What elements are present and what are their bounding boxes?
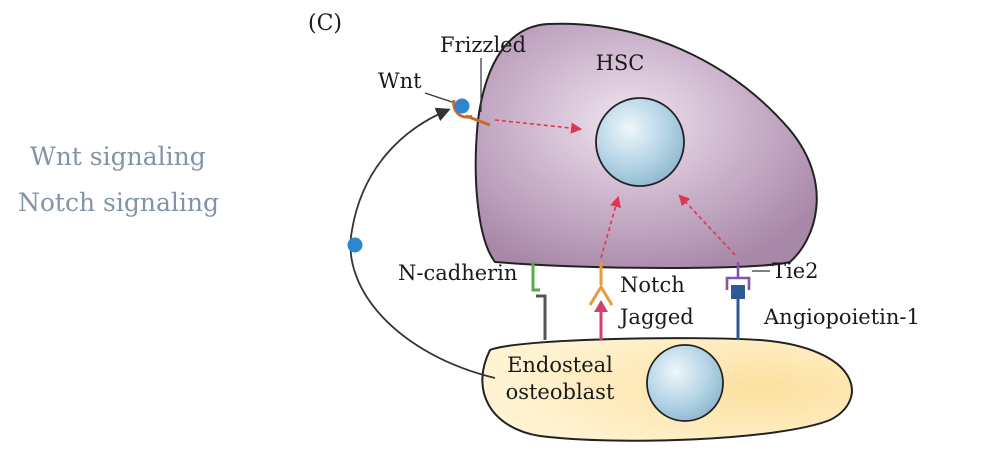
angiopoietin-label: Angiopoietin-1 [763,305,920,329]
tie2-receptor [725,262,751,290]
osteoblast-nucleus [646,344,724,422]
n-cadherin-label: N-cadherin [398,261,517,285]
osteoblast-label-line2: osteoblast [506,380,615,404]
notch-label: Notch [620,273,685,297]
notch-signaling-label: Notch signaling [18,188,219,217]
osteoblast-label-line1: Endosteal [507,353,613,377]
n-cadherin-hsc [531,262,540,292]
tie2-label: Tie2 [772,259,819,283]
wnt-label: Wnt [378,69,422,93]
jagged-label: Jagged [618,305,694,329]
notch-signal-arrow [600,195,621,259]
angiopoietin-ligand [731,285,745,299]
frizzled-label: Frizzled [440,33,526,57]
wnt-secretion-arc [349,107,496,379]
frizzled-receptor [452,99,491,127]
wnt-signal-arrow [494,119,583,134]
wnt-signaling-label: Wnt signaling [30,142,206,171]
notch-receptor [588,284,614,306]
jagged-ligand [594,300,608,312]
n-cadherin-osteoblast [536,294,547,340]
panel-label: (C) [308,11,342,36]
wnt-ligand-dot [454,98,470,114]
hsc-label: HSC [596,51,645,75]
wnt-ligand-dot-secreted [347,237,363,253]
hsc-nucleus [595,97,685,187]
